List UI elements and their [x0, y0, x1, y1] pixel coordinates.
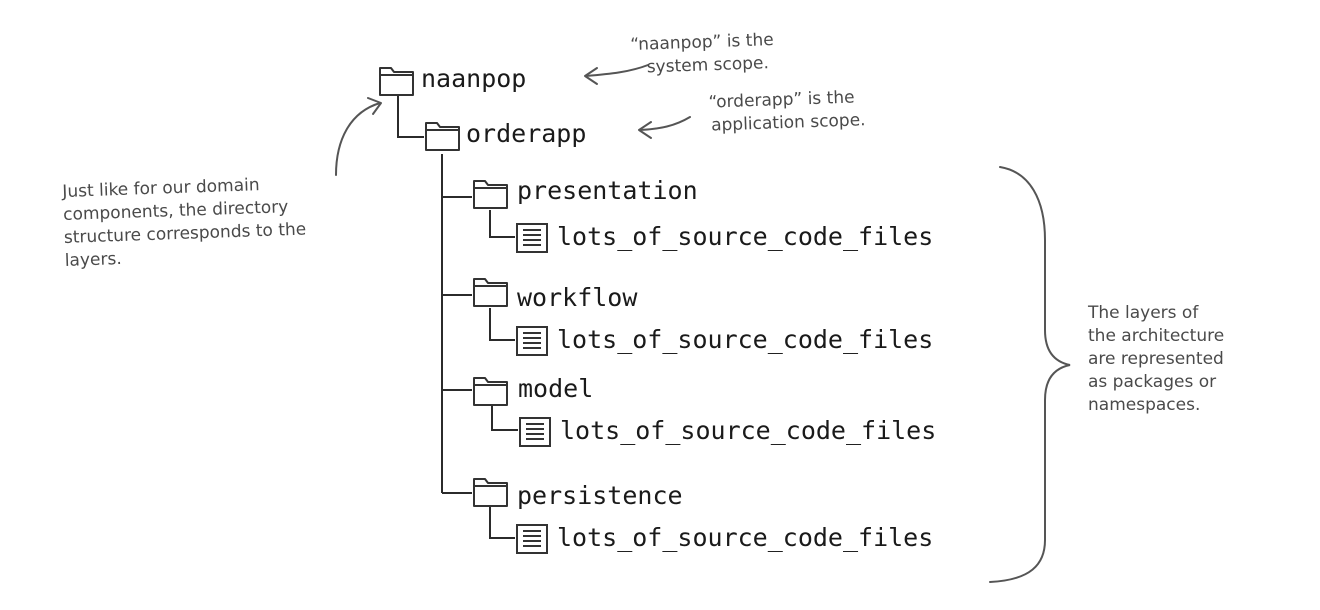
system-scope-note-line: system scope.	[646, 53, 770, 78]
layers-note-line: the architecture	[1088, 326, 1225, 346]
application-scope-note: “orderapp” is the application scope.	[698, 86, 866, 138]
file-label[interactable]: lots_of_source_code_files	[557, 222, 934, 251]
layer-workflow-label[interactable]: workflow	[517, 283, 638, 312]
arrow-system-scope-head	[584, 67, 598, 85]
app-folder-label[interactable]: orderapp	[466, 119, 587, 148]
arrow-system-scope	[585, 64, 649, 77]
file-icon	[516, 524, 548, 554]
file-label[interactable]: lots_of_source_code_files	[560, 416, 937, 445]
folder-icon	[473, 377, 508, 406]
layer-persistence-label[interactable]: persistence	[517, 481, 683, 510]
file-icon	[516, 326, 548, 356]
layer-model-label[interactable]: model	[518, 374, 594, 403]
folder-icon	[473, 180, 508, 209]
folder-icon	[473, 478, 508, 507]
system-scope-note: “naanpop” is the system scope.	[630, 29, 775, 80]
root-folder-label[interactable]: naanpop	[421, 64, 527, 93]
layers-note: The layers of the architecture are repre…	[1088, 302, 1224, 417]
layers-note-line: The layers of	[1088, 303, 1199, 323]
directory-structure-note: Just like for our domain components, the…	[62, 173, 307, 273]
arrow-app-scope-head	[638, 121, 652, 139]
layers-note-line: as packages or	[1088, 372, 1217, 392]
layers-note-line: namespaces.	[1088, 395, 1201, 415]
connector-persistence-file	[489, 506, 515, 539]
file-label[interactable]: lots_of_source_code_files	[557, 523, 934, 552]
folder-icon	[425, 122, 460, 151]
file-label[interactable]: lots_of_source_code_files	[557, 325, 934, 354]
connector-root-app	[397, 95, 424, 138]
folder-icon	[473, 278, 508, 307]
folder-icon	[379, 67, 414, 96]
file-icon	[519, 417, 551, 447]
connector-presentation-file	[489, 210, 515, 238]
arrow-directory-note-head	[367, 97, 382, 115]
layers-brace	[989, 166, 1071, 583]
connector-model-file	[491, 403, 518, 431]
layer-presentation-label[interactable]: presentation	[517, 176, 698, 205]
arrow-app-scope	[639, 116, 691, 131]
file-icon	[516, 223, 548, 253]
layers-note-line: are represented	[1088, 349, 1224, 369]
connector-workflow-file	[489, 308, 515, 341]
arrow-directory-note	[335, 102, 381, 176]
